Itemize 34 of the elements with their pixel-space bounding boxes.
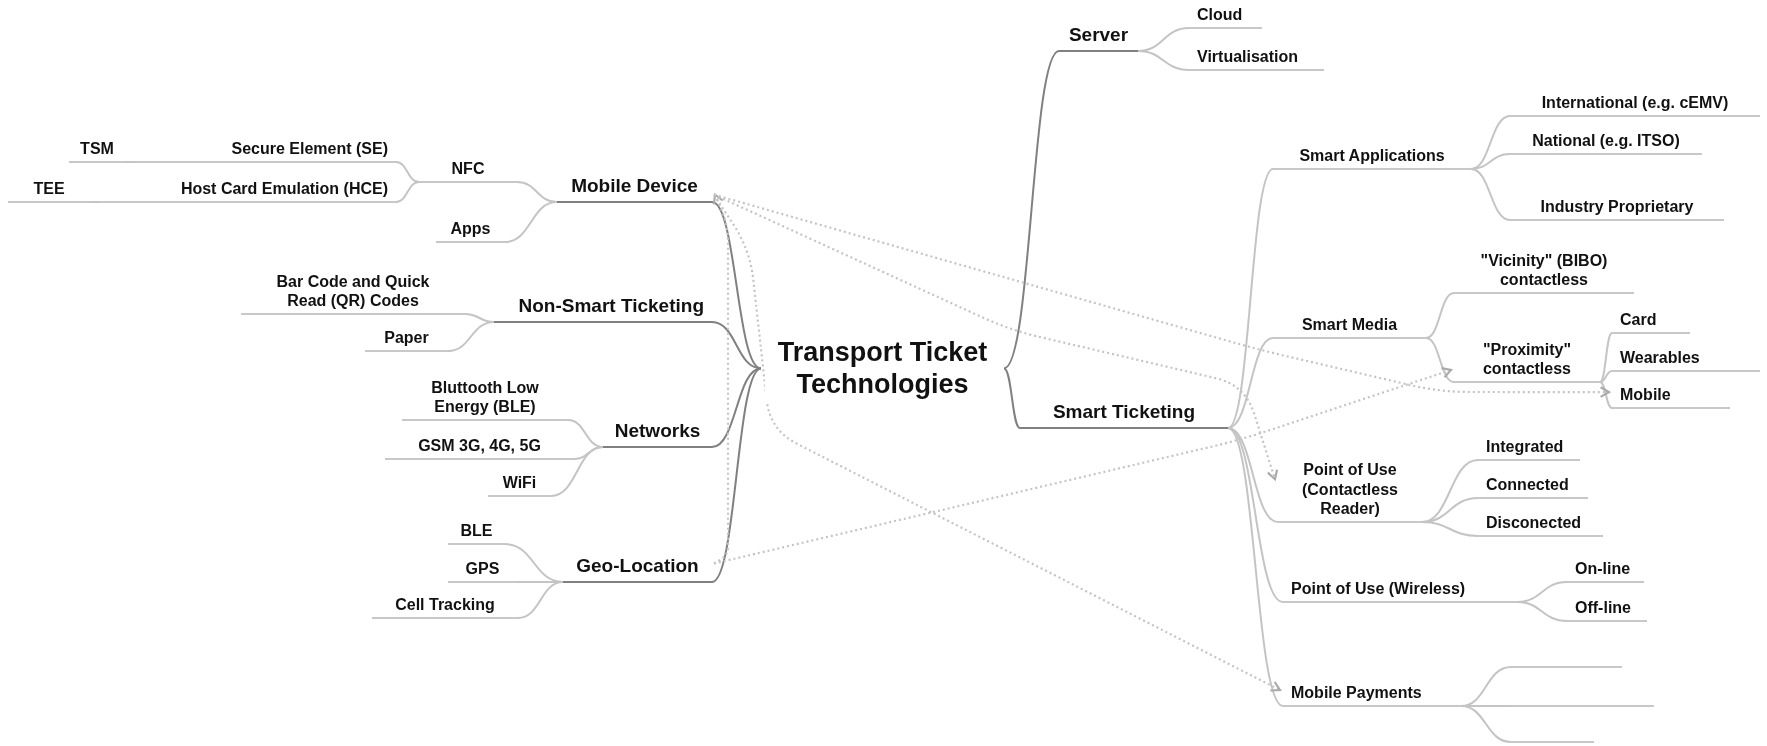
dotted-arrow — [713, 194, 1282, 692]
branch-connector — [1599, 332, 1613, 383]
branch-connector — [124, 161, 136, 163]
branch-line — [1278, 460, 1422, 523]
empty-branch-line — [1511, 702, 1654, 707]
branch-connector — [1421, 521, 1479, 537]
branch-connector — [1470, 168, 1511, 221]
branch-connector — [1599, 370, 1613, 383]
branch-connector — [1425, 292, 1455, 339]
branch-connector — [711, 321, 762, 370]
branch-connector — [517, 581, 564, 619]
empty-branch-line — [1511, 738, 1594, 743]
branch-connector — [1003, 50, 1060, 370]
branch-connector — [1227, 168, 1274, 429]
dotted-arrow — [713, 367, 1453, 565]
branch-connector — [550, 446, 604, 497]
branch-connector — [504, 201, 558, 243]
branch-connector — [1460, 705, 1512, 743]
branch-connector — [711, 367, 762, 448]
branch-connector — [1227, 427, 1284, 603]
branch-connector — [395, 161, 420, 183]
branch-connector — [1425, 337, 1455, 383]
branch-connector — [1516, 601, 1568, 622]
empty-branch-line — [1511, 663, 1622, 668]
branch-connector — [89, 201, 101, 203]
branch-connector — [447, 321, 495, 352]
branch-connector — [395, 181, 420, 203]
branch-connector — [711, 367, 762, 583]
branch-connector — [1137, 50, 1190, 71]
dotted-arrow — [713, 193, 1279, 481]
branch-connector — [1227, 337, 1274, 429]
branch-connector — [1599, 381, 1613, 409]
branch-connector — [1227, 427, 1284, 707]
branch-connector — [1003, 367, 1021, 429]
